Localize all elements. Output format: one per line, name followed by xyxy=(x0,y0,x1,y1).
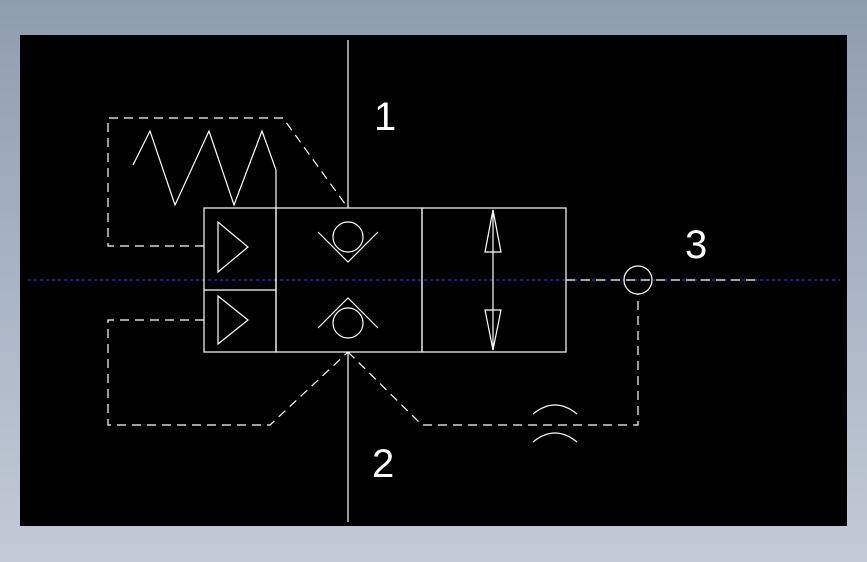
spring-symbol xyxy=(132,129,277,208)
port-1-label: 1 xyxy=(374,95,396,139)
drawing-viewport[interactable]: 1 2 3 xyxy=(20,35,847,526)
check-seat-lower xyxy=(317,297,379,329)
arrow-head-down xyxy=(484,309,502,351)
pilot-triangle-upper xyxy=(217,220,249,274)
check-ball-upper xyxy=(332,221,364,253)
restrictor-arc-upper xyxy=(532,404,578,415)
restrictor-arc-lower xyxy=(532,432,578,443)
valve-schematic: 1 2 3 xyxy=(28,40,840,522)
port-2-label: 2 xyxy=(372,442,394,486)
check-seat-upper xyxy=(317,231,379,263)
port-3-label: 3 xyxy=(685,223,707,267)
feedback-line xyxy=(347,294,639,426)
pilot-line-lower xyxy=(107,319,349,426)
arrow-head-up xyxy=(484,209,502,253)
check-ball-lower xyxy=(332,307,364,339)
pilot-line-upper xyxy=(107,117,349,247)
pilot-triangle-lower xyxy=(217,294,249,346)
